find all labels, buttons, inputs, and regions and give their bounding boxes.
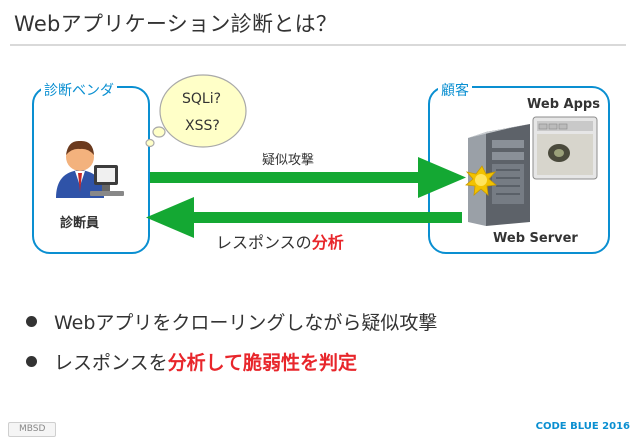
- response-label: レスポンスの分析: [216, 229, 344, 253]
- tester-icon: [56, 140, 124, 198]
- bullet-text-1: Webアプリをクローリングしながら疑似攻撃: [54, 312, 438, 334]
- bullet-dot: [26, 356, 37, 367]
- web-server-label: Web Server: [493, 231, 578, 246]
- title-divider: [10, 44, 626, 46]
- tester-label: 診断員: [60, 216, 100, 231]
- bullet-text-2-prefix: レスポンスを: [54, 352, 168, 374]
- starburst-icon: [465, 165, 497, 196]
- bullet-dot: [26, 316, 37, 327]
- web-server-icon: [468, 124, 530, 226]
- footer-event-name: CODE BLUE 2016: [535, 421, 630, 432]
- web-apps-label: Web Apps: [527, 97, 600, 112]
- response-arrow: [146, 197, 462, 238]
- bullet-item-1: Webアプリをクローリングしながら疑似攻撃: [26, 308, 437, 335]
- bullet-item-2: レスポンスを分析して脆弱性を判定: [26, 348, 357, 375]
- bubble-text-xss: XSS?: [185, 118, 220, 134]
- attack-arrow: [150, 157, 466, 198]
- slide-title: Webアプリケーション診断とは？: [14, 12, 338, 36]
- thought-bubble: [145, 74, 247, 148]
- response-label-prefix: レスポンスの: [216, 233, 312, 252]
- web-apps-window-icon: [532, 116, 598, 180]
- bullet-text-2-emphasis: 分析して脆弱性を判定: [167, 352, 358, 374]
- customer-box-label: 顧客: [438, 80, 472, 100]
- bubble-text-sqli: SQLi?: [182, 91, 222, 107]
- response-label-emphasis: 分析: [311, 233, 344, 252]
- footer-logo: MBSD: [8, 422, 57, 437]
- attack-label: 疑似攻撃: [262, 153, 315, 168]
- vendor-box: [32, 86, 150, 254]
- vendor-box-label: 診断ベンダ: [41, 80, 117, 100]
